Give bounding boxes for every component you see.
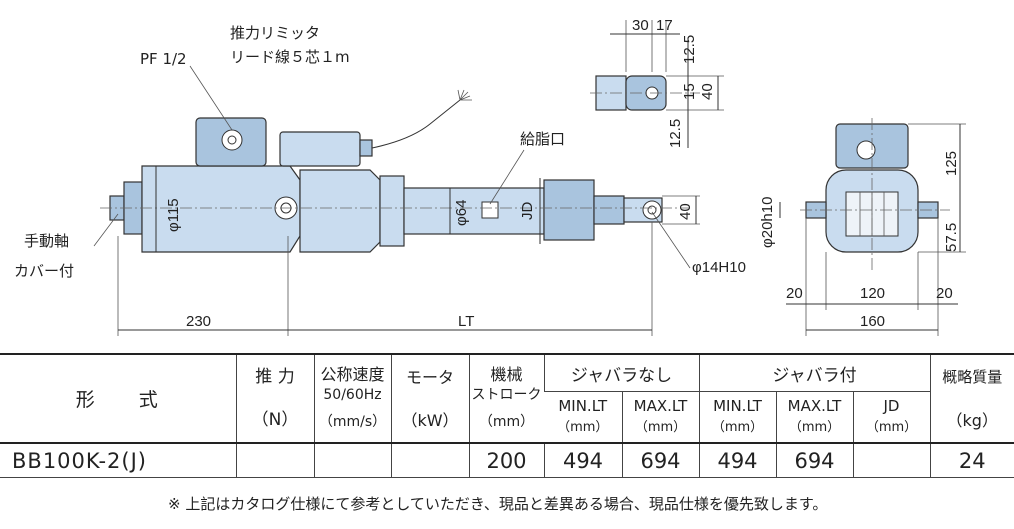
header-motor: モータ （kW） — [390, 354, 469, 443]
clevis-detail-view: 30 17 12.5 15 40 12.5 — [590, 17, 724, 148]
min-lt-label: MIN.LT — [713, 397, 762, 415]
dim-end-125: 125 — [943, 151, 960, 176]
header-mass-unit: （kg） — [946, 410, 998, 430]
dim-lt: LT — [458, 313, 474, 330]
cell-jd — [852, 442, 930, 478]
grease-port-label: 給脂口 — [520, 130, 565, 148]
header-max-lt-with: MAX.LT （mm） — [775, 391, 853, 443]
thrust-limiter-label-1: 推力リミッタ — [230, 24, 320, 42]
manual-shaft-label-1: 手動軸 — [24, 232, 69, 250]
jd-unit: （mm） — [865, 420, 918, 435]
table-header-row-1: 形 式 推 力 （N） 公称速度 50/60Hz （mm/s） モータ （kW）… — [0, 354, 1014, 443]
header-bellows-with: ジャバラ付 — [698, 354, 930, 392]
pf-label: PF 1/2 — [140, 50, 187, 68]
dim-top-15: 15 — [681, 83, 698, 100]
header-motor-label: モータ — [405, 367, 454, 387]
header-stroke-label-2: ストローク — [471, 387, 542, 403]
dim-top-12-5b: 12.5 — [667, 119, 684, 148]
min-lt-unit: （mm） — [711, 420, 764, 435]
dim-end-d20h10: φ20h10 — [759, 197, 776, 248]
dim-d64: φ64 — [453, 200, 470, 226]
cell-max-lt-none: 694 — [621, 442, 699, 478]
table-header-row-2: MIN.LT （mm） MAX.LT （mm） MIN.LT （mm） MAX.LT （… — [0, 391, 1014, 444]
header-stroke-label-1: 機械 — [490, 365, 523, 384]
cell-mass: 24 — [929, 442, 1014, 478]
cell-min-lt-none: 494 — [543, 442, 622, 478]
header-jd: JD （mm） — [852, 391, 930, 443]
end-view: 125 φ20h10 57.5 20 120 20 160 — [759, 118, 966, 336]
manual-shaft-label-2: カバー付 — [14, 262, 74, 280]
dim-top-17: 17 — [656, 17, 673, 34]
max-lt-unit: （mm） — [634, 420, 687, 435]
dim-top-12-5a: 12.5 — [681, 35, 698, 64]
header-bellows-none: ジャバラなし — [543, 354, 699, 392]
table-row: BB100K-2(J) 200 494 694 494 694 24 — [0, 442, 1014, 478]
header-model: 形 式 — [75, 389, 160, 411]
dim-230: 230 — [186, 313, 211, 330]
dim-end-20a: 20 — [786, 285, 803, 302]
cell-speed — [313, 442, 391, 478]
header-min-lt-none: MIN.LT （mm） — [544, 392, 622, 444]
actuator-dimension-drawing: PF 1/2 推力リミッタ リード線５芯１m 給脂口 手動軸 カバー付 φ115… — [14, 17, 966, 336]
max-lt-label: MAX.LT — [633, 397, 688, 415]
header-mass-label: 概略質量 — [942, 367, 1003, 386]
dim-end-120: 120 — [860, 285, 885, 302]
dim-end-57-5: 57.5 — [943, 223, 960, 252]
dim-top-40: 40 — [699, 83, 716, 100]
spec-table: 形 式 推 力 （N） 公称速度 50/60Hz （mm/s） モータ （kW）… — [0, 353, 1014, 478]
header-speed-unit: （mm/s） — [318, 414, 387, 430]
header-stroke: 機械 ストローク （mm） — [468, 354, 544, 443]
disclaimer-note: ※ 上記はカタログ仕様にて参考としていただき、現品と差異ある場合、現品仕様を優先… — [168, 495, 828, 513]
thrust-limiter-label-2: リード線５芯１m — [230, 48, 350, 66]
header-thrust: 推 力 （N） — [235, 354, 314, 443]
header-min-lt-with: MIN.LT （mm） — [698, 391, 776, 443]
header-stroke-unit: （mm） — [478, 414, 535, 430]
header-thrust-label: 推 力 — [255, 366, 295, 387]
dim-top-30: 30 — [632, 17, 649, 34]
dim-d14h10: φ14H10 — [692, 259, 746, 276]
cell-max-lt-with: 694 — [775, 442, 853, 478]
dim-jd: JD — [519, 202, 536, 221]
header-speed: 公称速度 50/60Hz （mm/s） — [313, 354, 391, 443]
max-lt-label: MAX.LT — [787, 397, 842, 415]
header-motor-unit: （kW） — [401, 410, 459, 430]
dim-end-160: 160 — [860, 313, 885, 330]
cell-thrust — [235, 442, 314, 478]
header-max-lt-none: MAX.LT （mm） — [621, 391, 699, 443]
header-thrust-unit: （N） — [251, 409, 299, 430]
min-lt-unit: （mm） — [557, 420, 609, 435]
min-lt-label: MIN.LT — [558, 397, 608, 415]
side-view: PF 1/2 推力リミッタ リード線５芯１m 給脂口 手動軸 カバー付 φ115… — [14, 24, 746, 336]
cell-stroke: 200 — [468, 442, 544, 478]
dim-end-20b: 20 — [936, 285, 953, 302]
max-lt-unit: （mm） — [788, 420, 841, 435]
jd-label: JD — [883, 397, 900, 415]
cell-min-lt-with: 494 — [698, 442, 776, 478]
dim-d115: φ115 — [165, 198, 182, 232]
cell-model: BB100K-2(J) — [0, 442, 236, 478]
header-speed-label: 公称速度 — [320, 365, 385, 384]
header-speed-freq: 50/60Hz — [323, 387, 382, 403]
cell-motor — [390, 442, 469, 478]
header-mass: 概略質量 （kg） — [929, 354, 1014, 443]
dim-40-side: 40 — [677, 203, 694, 220]
